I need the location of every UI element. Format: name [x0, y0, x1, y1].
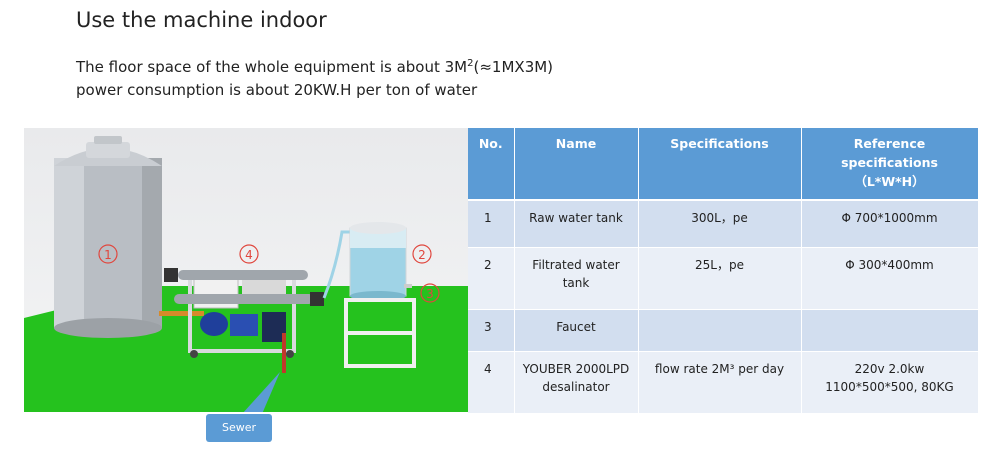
marker-1-label: 1 — [104, 248, 112, 262]
sewer-callout-pointer — [243, 372, 280, 412]
equipment-diagram: 1 2 3 4 — [24, 128, 468, 412]
raw-water-tank — [54, 136, 162, 338]
cell-name: Faucet — [514, 309, 639, 352]
cell-spec: 300L，pe — [638, 200, 802, 248]
drain-pipe — [282, 333, 286, 373]
header-reference: Reference specifications （L*W*H） — [801, 128, 979, 201]
table-row: 3 Faucet — [468, 309, 979, 352]
header-specifications: Specifications — [638, 128, 802, 201]
cell-ref: 220v 2.0kw 1100*500*500, 80KG — [801, 351, 979, 414]
cell-name: YOUBER 2000LPD desalinator — [514, 351, 639, 414]
marker-1 — [98, 244, 118, 264]
power-consumption-line: power consumption is about 20KW.H per to… — [76, 81, 478, 99]
header-no: No. — [468, 128, 515, 201]
cell-name: Raw water tank — [514, 200, 639, 248]
page-title: Use the machine indoor — [76, 8, 327, 32]
cell-no: 1 — [468, 200, 515, 248]
specifications-table: No. Name Specifications Reference specif… — [468, 128, 979, 414]
table-header-row: No. Name Specifications Reference specif… — [468, 128, 979, 201]
cell-no: 2 — [468, 247, 515, 310]
cell-ref: Φ 700*1000mm — [801, 200, 979, 248]
cell-spec — [638, 309, 802, 352]
marker-3-label: 3 — [426, 287, 434, 301]
feed-pipe — [159, 311, 204, 316]
marker-3 — [420, 283, 440, 303]
marker-4 — [239, 244, 259, 264]
header-name: Name — [514, 128, 639, 201]
sewer-callout: Sewer — [206, 414, 272, 442]
marker-4-label: 4 — [245, 248, 253, 262]
tank-stand — [344, 298, 416, 368]
description: The floor space of the whole equipment i… — [76, 52, 553, 102]
hose — [322, 230, 350, 299]
desalinator-machine — [164, 268, 324, 358]
floor-space-line: The floor space of the whole equipment i… — [76, 58, 554, 76]
filtrated-water-tank — [349, 222, 407, 301]
table-row: 4 YOUBER 2000LPD desalinator flow rate 2… — [468, 351, 979, 414]
cell-no: 4 — [468, 351, 515, 414]
cell-name: Filtrated water tank — [514, 247, 639, 310]
cell-ref: Φ 300*400mm — [801, 247, 979, 310]
marker-2-label: 2 — [418, 248, 426, 262]
cell-spec: 25L，pe — [638, 247, 802, 310]
cell-ref — [801, 309, 979, 352]
table-row: 1 Raw water tank 300L，pe Φ 700*1000mm — [468, 200, 979, 248]
equipment-illustration: 1 2 3 4 — [24, 136, 468, 412]
cell-no: 3 — [468, 309, 515, 352]
table-row: 2 Filtrated water tank 25L，pe Φ 300*400m… — [468, 247, 979, 310]
cell-spec: flow rate 2M³ per day — [638, 351, 802, 414]
marker-2 — [412, 244, 432, 264]
faucet — [404, 284, 412, 288]
